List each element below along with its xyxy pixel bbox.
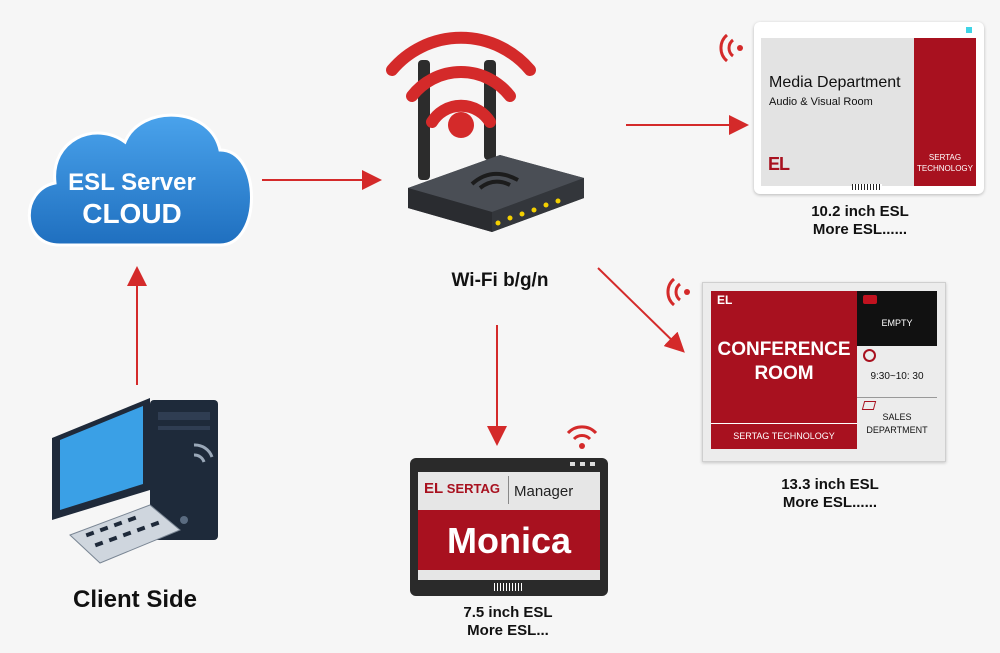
- esl-10-2-brand-line2: TECHNOLOGY: [916, 164, 973, 173]
- esl-13-3-room-line2: ROOM: [754, 363, 814, 384]
- esl-7-5-indicator: [570, 462, 596, 466]
- wifi-signal-icon: [386, 31, 536, 138]
- esl-13-3-room-line1: CONFERENCE: [717, 339, 851, 360]
- client-label: Client Side: [72, 586, 198, 613]
- router-label: Wi-Fi b/g/n: [451, 270, 549, 291]
- esl-7-5-vdivider: [508, 476, 509, 504]
- esl-7-5-name: Monica: [446, 520, 571, 561]
- esl-13-3-caption: 13.3 inch ESL More ESL......: [760, 476, 900, 512]
- esl-13-3-dept-line1: SALES: [882, 412, 912, 422]
- esl-7-5-role: Manager: [514, 483, 574, 500]
- esl-7-5-name-panel: [418, 510, 600, 570]
- router-icon: [408, 60, 584, 232]
- esl-13-3-caption-line1: 13.3 inch ESL: [781, 476, 879, 493]
- esl-10-2-red-panel: [914, 38, 976, 186]
- esl-10-2-brand-line1: SERTAG: [928, 153, 962, 162]
- esl-13-3-logo: EL: [717, 293, 733, 307]
- esl-13-3-status: EMPTY: [881, 318, 913, 328]
- computer-icon: [52, 398, 218, 564]
- esl-10-2-logo: EL: [768, 154, 790, 174]
- esl-13-3-room: CONFERENCE ROOM: [711, 338, 857, 386]
- esl-13-3-dept-line2: DEPARTMENT: [866, 425, 928, 435]
- wifi-signal-icon: [566, 425, 598, 449]
- esl-7-5-brand: EL SERTAG: [424, 480, 500, 497]
- esl-10-2-barcode: [852, 184, 882, 190]
- esl-7-5-display: EL SERTAG Manager Monica: [410, 458, 608, 596]
- esl-13-3-display: EL CONFERENCE ROOM SERTAG TECHNOLOGY EMP…: [702, 282, 946, 462]
- laptop-icon: [861, 401, 877, 410]
- esl-10-2-display: Media Department Audio & Visual Room EL …: [754, 22, 984, 194]
- wifi-signal-icon: [666, 277, 690, 307]
- cloud-icon: [27, 113, 253, 247]
- esl-7-5-caption-line1: 7.5 inch ESL: [463, 604, 553, 621]
- esl-10-2-status-led: [966, 27, 972, 33]
- esl-10-2-title: Media Department: [769, 74, 901, 91]
- esl-7-5-caption: 7.5 inch ESL More ESL...: [438, 604, 578, 640]
- chat-icon: [863, 295, 877, 304]
- esl-13-3-time: 9:30~10: 30: [870, 371, 924, 382]
- esl-13-3-red-panel: [711, 291, 857, 449]
- clock-icon: [863, 349, 876, 362]
- cloud-title: ESL Server: [68, 169, 196, 196]
- esl-7-5-brand-text: SERTAG: [446, 481, 501, 496]
- esl-10-2-caption: 10.2 inch ESL More ESL......: [790, 203, 930, 239]
- esl-10-2-caption-line2: More ESL......: [812, 221, 908, 238]
- esl-7-5-logo: EL: [424, 480, 444, 497]
- wifi-signal-icon: [719, 33, 743, 63]
- esl-10-2-subtitle: Audio & Visual Room: [769, 96, 873, 108]
- esl-13-3-divider: [711, 423, 857, 424]
- esl-13-3-dept: SALES DEPARTMENT: [857, 411, 937, 437]
- esl-13-3-caption-line2: More ESL......: [782, 494, 878, 511]
- esl-13-3-footer: SERTAG TECHNOLOGY: [733, 431, 835, 441]
- esl-10-2-caption-line1: 10.2 inch ESL: [811, 203, 909, 220]
- esl-10-2-brand: SERTAG TECHNOLOGY: [914, 152, 976, 174]
- arrow-router-to-esl-13: [597, 267, 685, 353]
- esl-7-5-barcode: [494, 583, 522, 591]
- cloud-subtitle: CLOUD: [82, 198, 182, 229]
- esl-7-5-caption-line2: More ESL...: [467, 622, 549, 639]
